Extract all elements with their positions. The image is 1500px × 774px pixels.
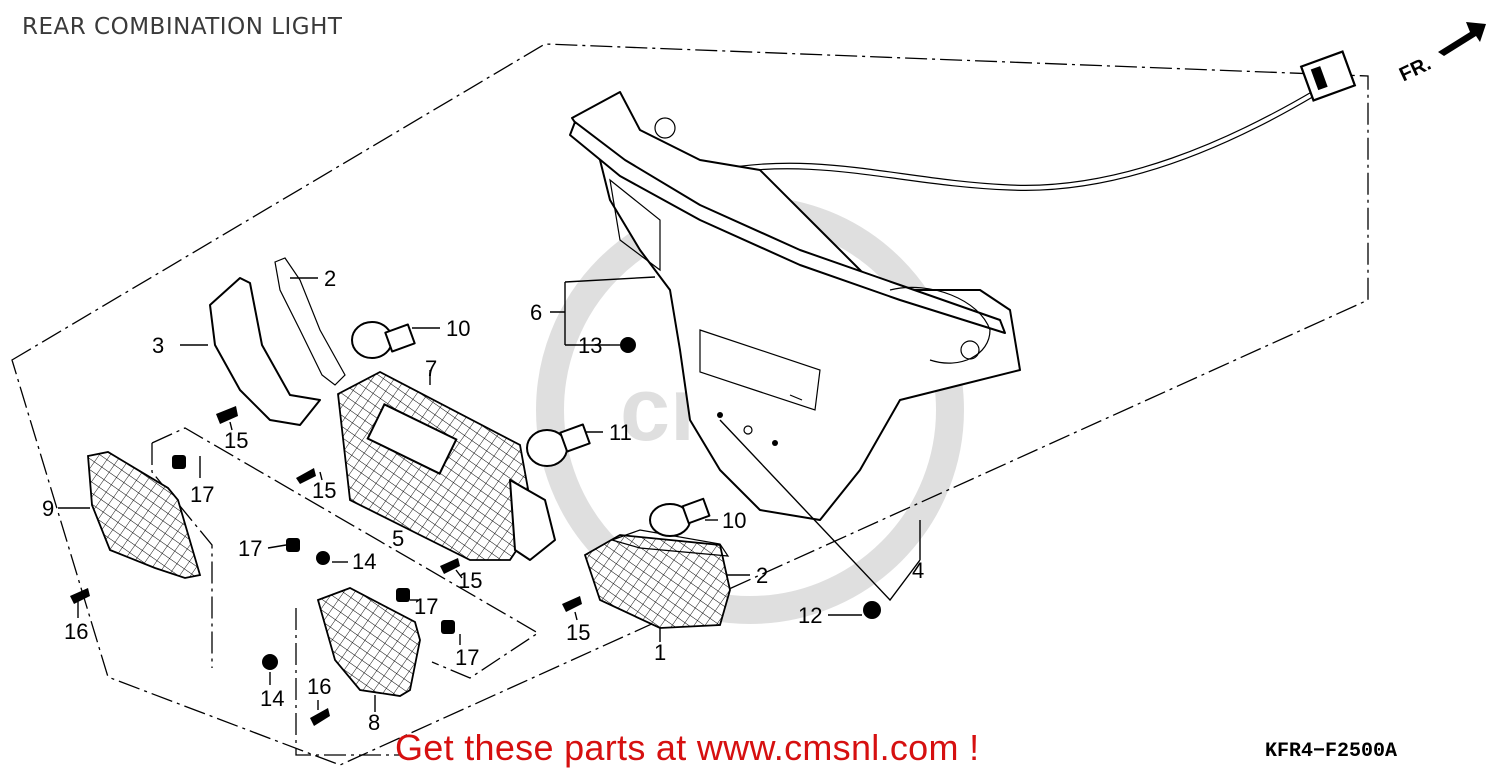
callout-15-d: 15 — [566, 620, 590, 645]
callout-16-b: 16 — [307, 674, 331, 699]
left-gasket — [274, 257, 346, 386]
callout-8: 8 — [368, 710, 380, 735]
callout-6: 6 — [530, 300, 542, 325]
callout-16-a: 16 — [64, 619, 88, 644]
callout-9: 9 — [42, 496, 54, 521]
callout-11: 11 — [609, 420, 632, 445]
callout-7: 7 — [425, 356, 437, 381]
bulb-10-upper — [351, 321, 416, 359]
bulb-11 — [526, 423, 591, 467]
callout-17-b: 17 — [238, 536, 262, 561]
fasteners — [70, 337, 881, 726]
lower-turn-lens — [316, 587, 421, 697]
callout-2-lower: 2 — [756, 563, 768, 588]
callout-13: 13 — [578, 333, 602, 358]
fr-direction-label: FR. — [1396, 53, 1434, 87]
callout-15-b: 15 — [312, 478, 336, 503]
leader-lines — [58, 276, 921, 712]
wire-connector — [1299, 50, 1357, 102]
callout-15-a: 15 — [224, 428, 248, 453]
callout-2-upper: 2 — [324, 266, 336, 291]
left-turn-lens — [87, 451, 202, 579]
sub-boundary-lower — [295, 608, 400, 756]
callout-4: 4 — [912, 558, 924, 583]
callout-14-a: 14 — [352, 549, 376, 574]
callout-3: 3 — [152, 333, 164, 358]
sub-boundary-left-2 — [151, 443, 213, 668]
callout-10-lower: 10 — [722, 508, 746, 533]
right-gasket — [610, 529, 730, 557]
callout-17-c: 17 — [414, 594, 438, 619]
callout-10-upper: 10 — [446, 316, 470, 341]
footer-link-text[interactable]: Get these parts at www.cmsnl.com ! — [395, 727, 980, 768]
front-direction-arrow: FR. — [1396, 22, 1486, 86]
callout-5: 5 — [392, 526, 404, 551]
page-title: REAR COMBINATION LIGHT — [22, 14, 343, 40]
diagram-code: KFR4−F2500A — [1265, 740, 1398, 763]
callout-15-c: 15 — [458, 568, 482, 593]
sub-boundary-left — [151, 427, 540, 679]
bulb-10-lower — [649, 497, 711, 537]
right-turn-lens — [583, 534, 731, 629]
callout-17-a: 17 — [190, 482, 214, 507]
callout-1: 1 — [654, 640, 666, 665]
taillight-housing — [569, 50, 1357, 521]
callout-14-b: 14 — [260, 686, 284, 711]
left-lens-cover — [209, 277, 321, 426]
center-tail-lens — [337, 370, 556, 561]
callout-17-d: 17 — [455, 645, 479, 670]
callout-12: 12 — [798, 603, 822, 628]
